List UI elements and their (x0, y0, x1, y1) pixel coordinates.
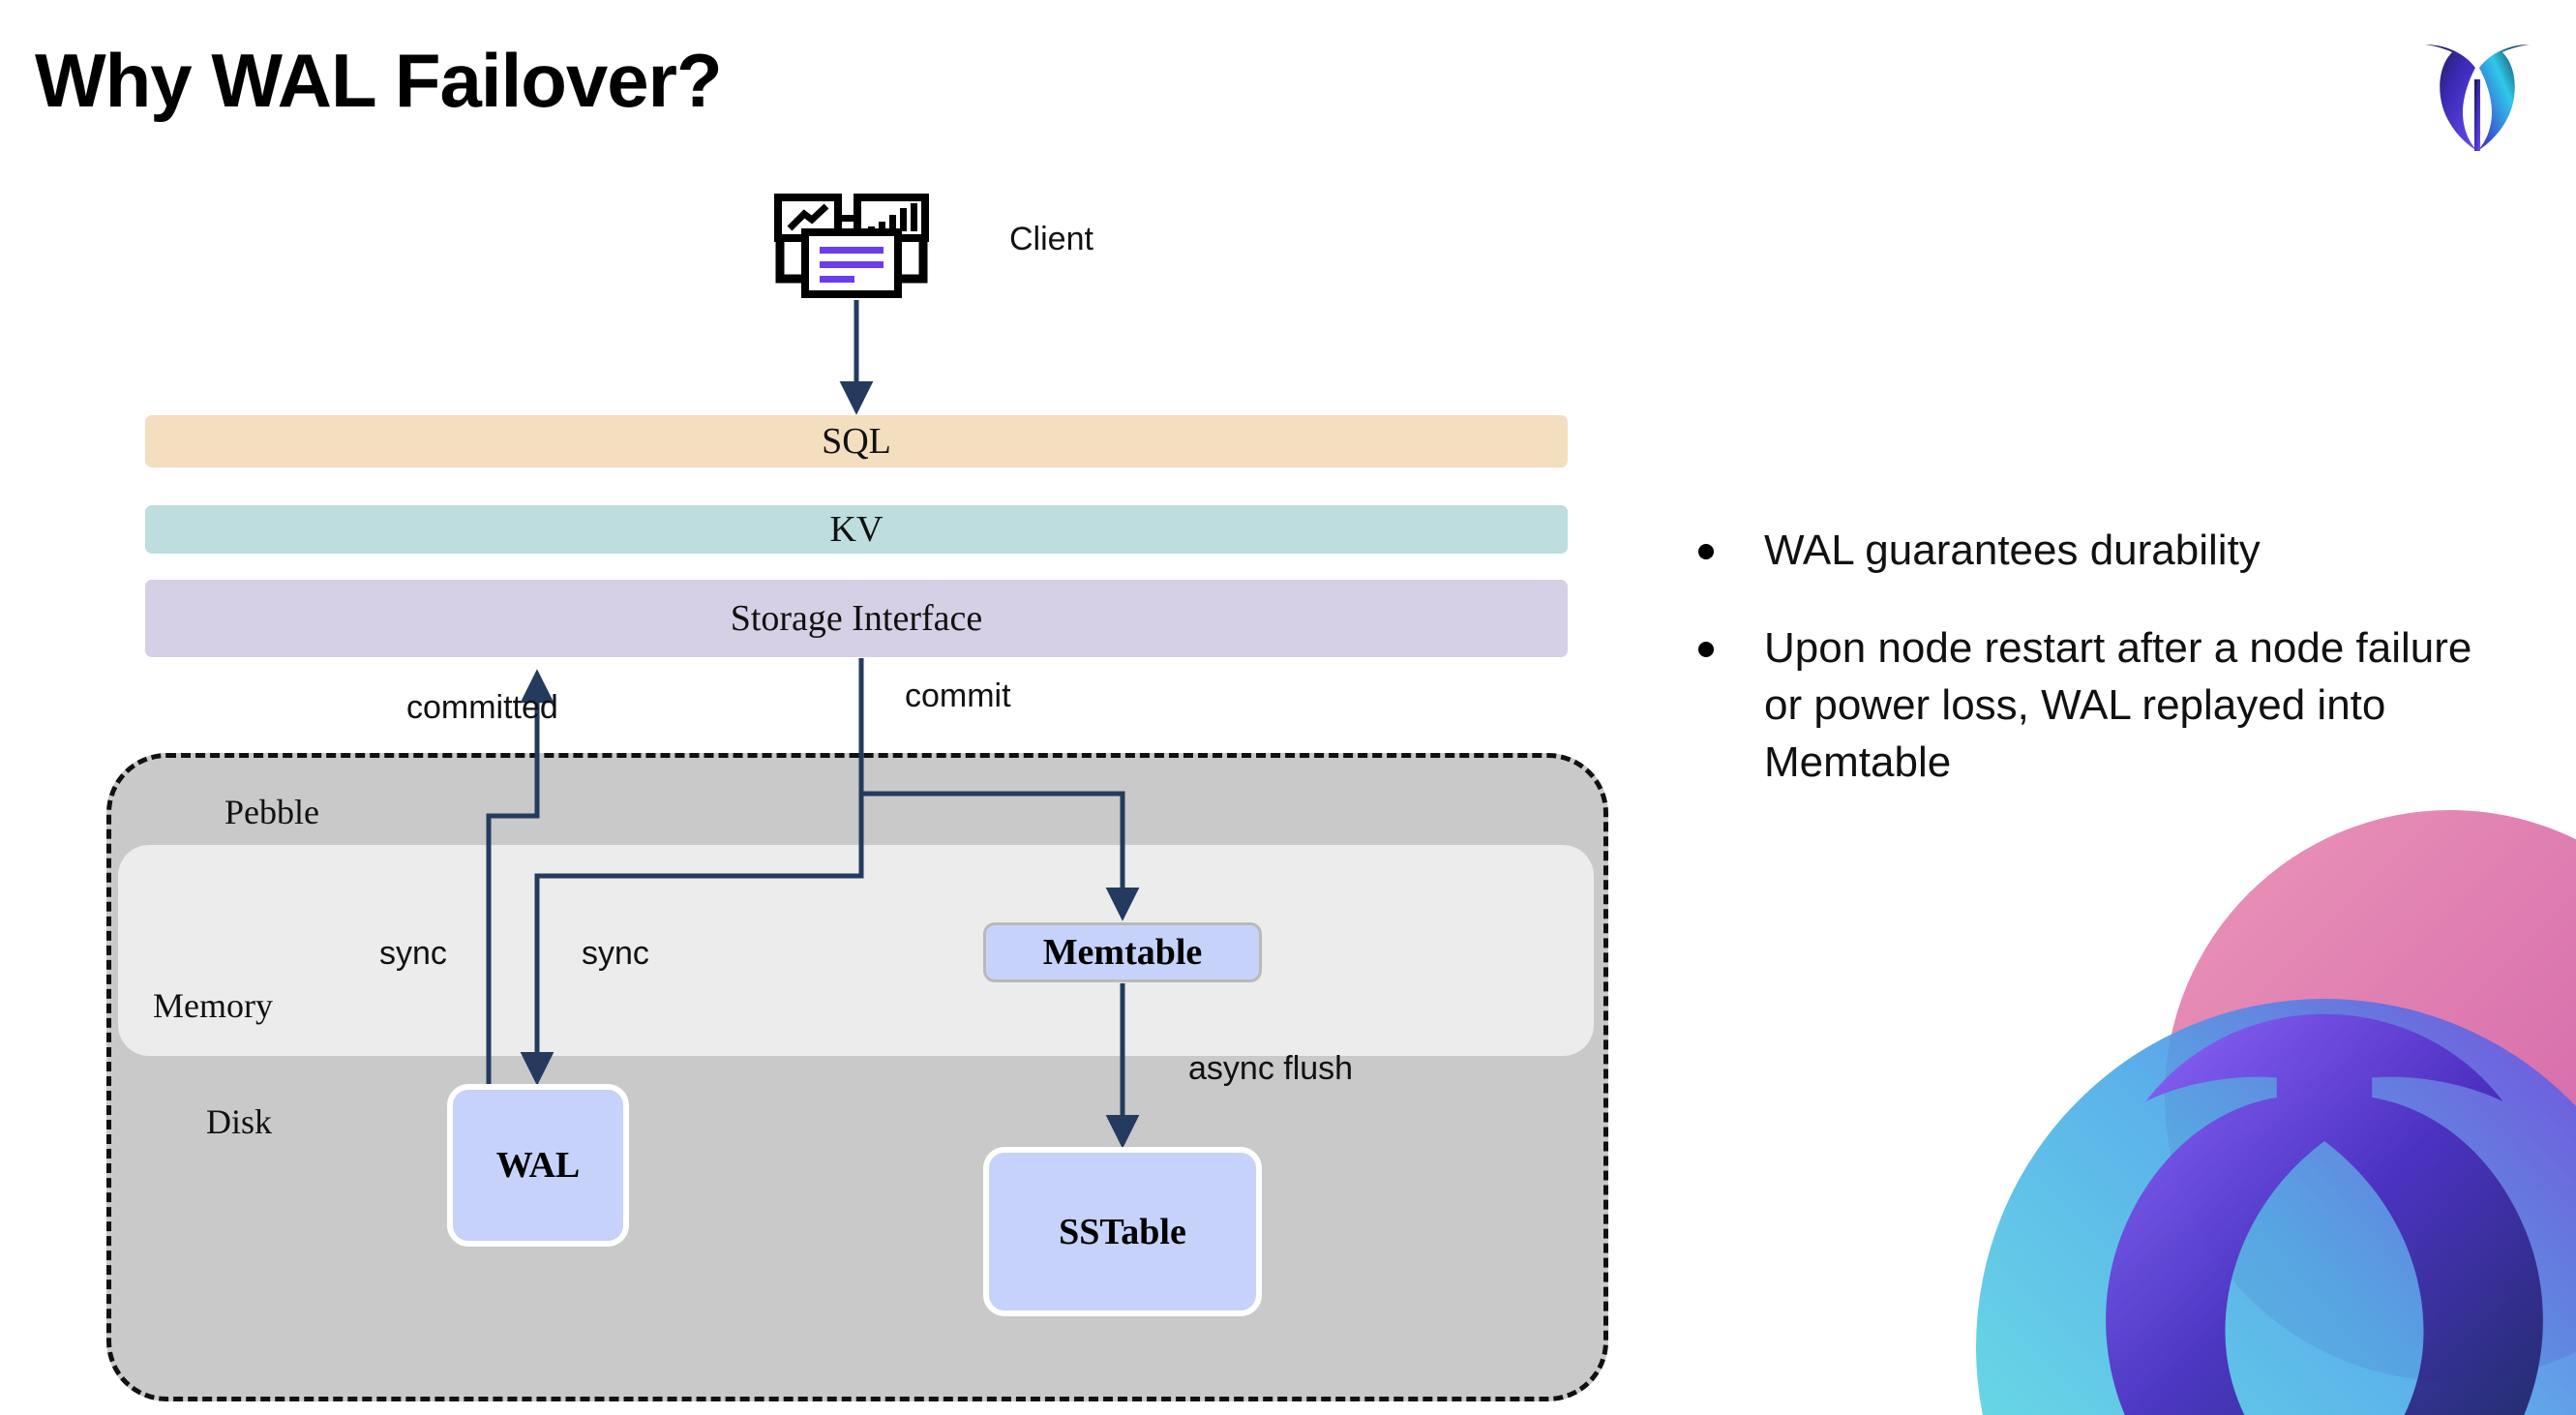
bullet-dot-icon (1698, 641, 1714, 657)
memory-label: Memory (153, 986, 273, 1025)
list-item: WAL guarantees durability (1698, 523, 2501, 580)
page-title: Why WAL Failover? (35, 38, 723, 123)
disk-label: Disk (206, 1102, 273, 1141)
edge-label-sync-b: sync (582, 935, 649, 972)
layer-bar-storage-interface[interactable]: Storage Interface (145, 580, 1568, 657)
bullet-text: WAL guarantees durability (1764, 527, 2261, 574)
memory-band (118, 845, 1594, 1056)
node-sstable[interactable]: SSTable (983, 1147, 1262, 1316)
node-wal[interactable]: WAL (447, 1084, 629, 1247)
bullet-text: Upon node restart after a node failure o… (1764, 623, 2472, 786)
edge-label-sync-a: sync (379, 935, 447, 972)
list-item: Upon node restart after a node failure o… (1698, 620, 2501, 792)
edge-label-committed: committed (406, 689, 558, 726)
edge-label-async-flush: async flush (1188, 1050, 1354, 1087)
client-dashboard-icon (774, 194, 929, 298)
cockroach-logo-icon (2425, 45, 2530, 151)
edge-label-commit: commit (905, 677, 1011, 714)
client-label: Client (1009, 221, 1093, 257)
layer-bar-kv[interactable]: KV (145, 505, 1568, 554)
bullet-list: WAL guarantees durability Upon node rest… (1698, 523, 2501, 832)
pebble-label: Pebble (225, 793, 319, 831)
bullet-dot-icon (1698, 544, 1714, 559)
cockroach-watermark-icon (1976, 810, 2576, 1415)
layer-bar-sql[interactable]: SQL (145, 415, 1568, 467)
node-memtable[interactable]: Memtable (983, 922, 1262, 982)
